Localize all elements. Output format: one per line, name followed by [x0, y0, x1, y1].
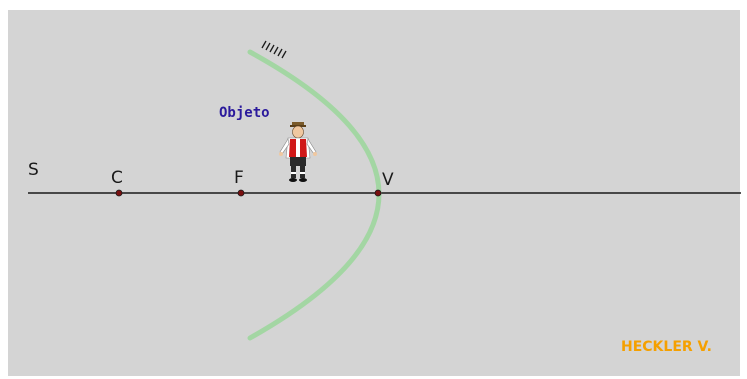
hatch-icon — [261, 40, 287, 59]
label-v: V — [382, 170, 394, 190]
person-icon[interactable] — [279, 122, 317, 182]
label-s: S — [28, 160, 39, 180]
center-of-curvature-point[interactable] — [115, 189, 123, 197]
label-f: F — [234, 168, 244, 188]
vertex-point[interactable] — [374, 189, 382, 197]
author-credit: HECKLER V. — [621, 339, 712, 355]
label-c: C — [111, 168, 123, 188]
object-label: Objeto — [219, 105, 270, 121]
focus-point[interactable] — [237, 189, 245, 197]
